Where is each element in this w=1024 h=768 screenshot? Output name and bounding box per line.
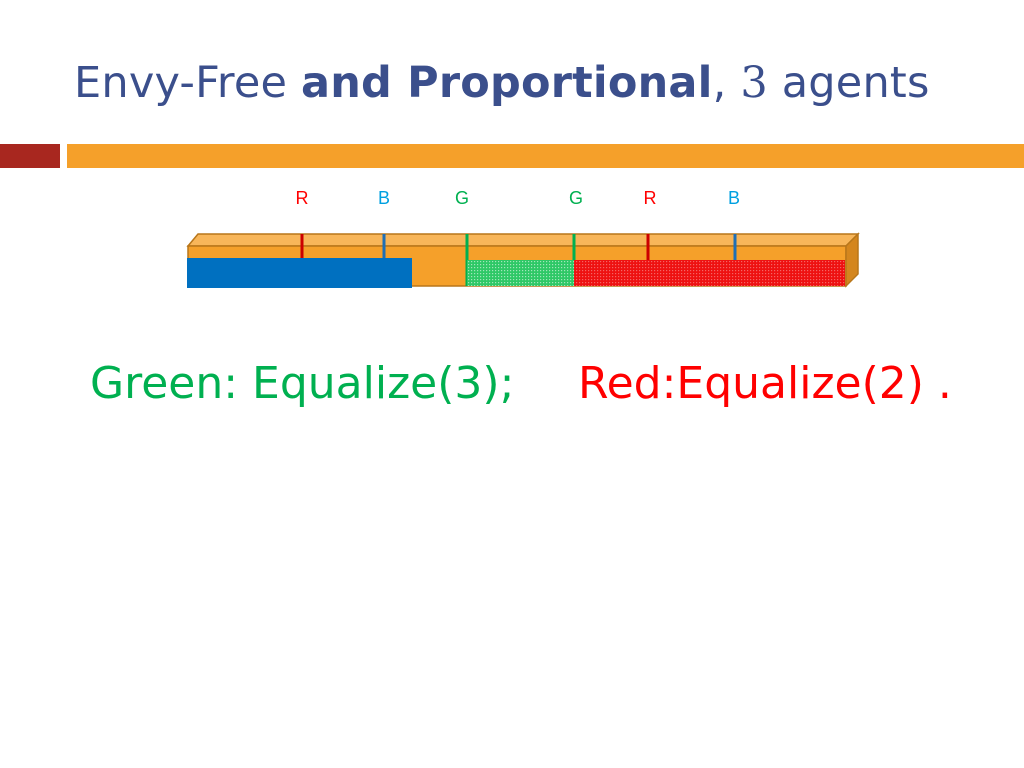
slide-title: Envy-Free and Proportional, 3 agents [74,58,930,108]
cut-label-b2: B [727,188,740,208]
title-number: 3 [740,58,768,108]
blue-piece [187,258,412,288]
cut-label-r2: R [643,188,657,208]
cut-label-r1: R [295,188,309,208]
green-piece [467,260,574,286]
cut-label-g1: G [454,188,469,208]
accent-bar-orange [67,144,1024,168]
title-rest: agents [767,58,930,108]
title-bold: and Proportional [301,58,713,108]
title-comma: , [712,58,727,108]
red-piece [574,260,845,286]
accent-bar-red [0,144,60,168]
cake-side-face [845,232,859,288]
caption-green: Green: Equalize(3); [90,358,515,409]
title-plain: Envy-Free [74,58,301,108]
cake-top-face [186,233,860,247]
caption-red: Red:Equalize(2) . [578,358,952,409]
cut-label-b1: B [377,188,390,208]
cut-label-g2: G [568,188,583,208]
